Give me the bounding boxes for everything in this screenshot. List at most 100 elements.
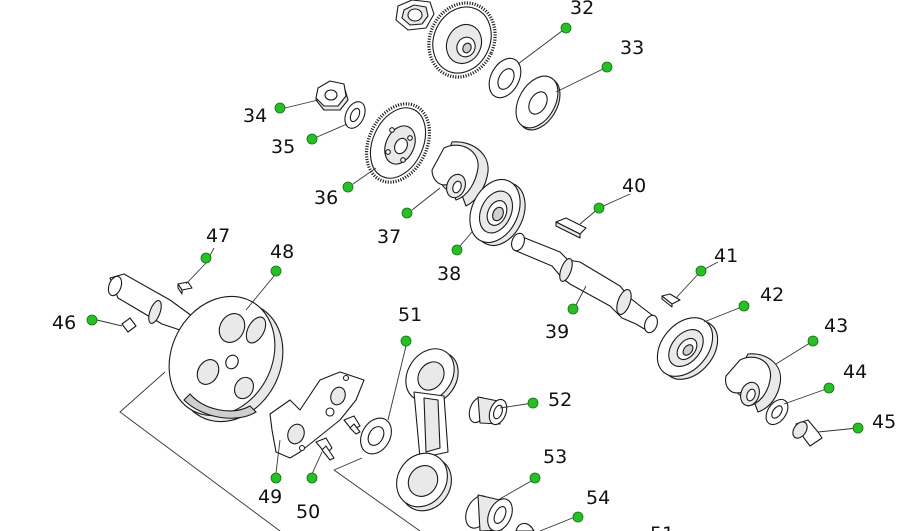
top-hex-nut xyxy=(395,0,435,31)
marker-dot xyxy=(342,181,354,193)
callout-50: 50 xyxy=(296,451,323,523)
callout-38: 38 xyxy=(437,231,473,285)
callout-42: 42 xyxy=(703,284,784,323)
marker-dot xyxy=(200,252,212,264)
washer-35 xyxy=(344,101,366,129)
marker-dot xyxy=(560,22,572,34)
marker-dot xyxy=(306,133,318,145)
assembly-guide-lines xyxy=(119,371,421,531)
marker-dot xyxy=(807,335,819,347)
callout-label: 49 xyxy=(258,486,282,508)
marker-dot xyxy=(529,472,541,484)
marker-dot xyxy=(852,422,864,434)
callout-label: 32 xyxy=(570,0,594,19)
counterweight-37 xyxy=(431,141,489,207)
bracket-49 xyxy=(269,371,365,459)
top-gear xyxy=(427,1,497,79)
callout-43: 43 xyxy=(775,315,848,365)
screw-50 xyxy=(315,437,335,461)
washer-32 xyxy=(488,57,522,99)
washer-44 xyxy=(765,398,789,426)
needle-bearing-52 xyxy=(468,396,508,426)
callout-label: 38 xyxy=(437,263,461,285)
callout-47: 47 xyxy=(185,225,230,285)
shaft-39 xyxy=(511,232,658,334)
marker-dot xyxy=(274,102,286,114)
callout-label: 50 xyxy=(296,501,320,523)
crankshaft-48 xyxy=(107,273,284,423)
ball-bearing-38 xyxy=(469,179,526,246)
callout-label: 35 xyxy=(271,136,295,158)
screw-small xyxy=(343,415,361,435)
marker-dot xyxy=(527,397,539,409)
callout-label: 37 xyxy=(377,226,401,248)
gear-36 xyxy=(364,102,432,184)
marker-dot xyxy=(593,202,605,214)
callout-40: 40 xyxy=(579,175,646,225)
connecting-rod-51 xyxy=(396,348,459,512)
callout-label: 53 xyxy=(543,446,567,468)
needle-bearing-53 xyxy=(465,494,513,531)
callout-41: 41 xyxy=(675,245,738,299)
callout-45: 45 xyxy=(817,411,896,434)
marker-dot xyxy=(567,303,579,315)
counterweight-43 xyxy=(725,353,782,413)
marker-dot xyxy=(270,472,282,484)
callout-label: 46 xyxy=(52,312,76,334)
callout-52: 52 xyxy=(499,389,572,411)
callout-label: 41 xyxy=(714,245,738,267)
callout-label: 51 xyxy=(650,523,674,531)
callout-label: 39 xyxy=(545,321,569,343)
callout-46: 46 xyxy=(52,312,123,334)
marker-dot xyxy=(401,207,413,219)
callout-49: 49 xyxy=(258,439,282,508)
callout-label: 52 xyxy=(548,389,572,411)
marker-dot xyxy=(572,511,584,523)
key-46 xyxy=(121,317,137,333)
callout-label: 47 xyxy=(206,225,230,247)
callout-label: 34 xyxy=(243,105,267,127)
callout-label: 43 xyxy=(824,315,848,337)
ball-bearing-42 xyxy=(656,317,719,380)
marker-dot xyxy=(601,61,613,73)
washer-51-spacer xyxy=(360,417,392,455)
marker-dot xyxy=(823,382,835,394)
callout-36: 36 xyxy=(314,167,377,209)
callout-label: 54 xyxy=(586,487,610,509)
callout-label: 33 xyxy=(620,37,644,59)
marker-dot xyxy=(270,265,282,277)
hex-nut-34 xyxy=(315,80,349,111)
marker-dot xyxy=(695,265,707,277)
key-40 xyxy=(555,217,587,239)
callout-54: 54 xyxy=(539,487,610,531)
callout-label: 44 xyxy=(843,361,867,383)
callout-48: 48 xyxy=(245,241,294,311)
callout-37: 37 xyxy=(377,187,441,248)
callout-label: 45 xyxy=(872,411,896,433)
callout-label: 40 xyxy=(622,175,646,197)
washer-33 xyxy=(515,75,561,131)
callout-label: 42 xyxy=(760,284,784,306)
callout-44: 44 xyxy=(783,361,867,405)
screw-45 xyxy=(792,419,823,447)
callout-33: 33 xyxy=(555,37,644,93)
key-47 xyxy=(177,281,193,295)
callout-53: 53 xyxy=(497,446,567,501)
marker-dot xyxy=(86,314,98,326)
callout-51: 51 xyxy=(387,304,422,421)
callout-32: 32 xyxy=(517,0,594,65)
callout-label: 36 xyxy=(314,187,338,209)
key-41 xyxy=(661,293,681,308)
marker-dot xyxy=(400,335,412,347)
marker-dot xyxy=(306,472,318,484)
marker-dot xyxy=(451,244,463,256)
marker-dot xyxy=(738,300,750,312)
callout-35: 35 xyxy=(271,123,348,158)
callout-39: 39 xyxy=(545,285,587,343)
callout-label: 51 xyxy=(398,304,422,326)
callout-34: 34 xyxy=(243,99,319,127)
callout-label: 48 xyxy=(270,241,294,263)
callout-51-bottom: 51 xyxy=(650,523,674,531)
washer-54 xyxy=(515,522,535,531)
